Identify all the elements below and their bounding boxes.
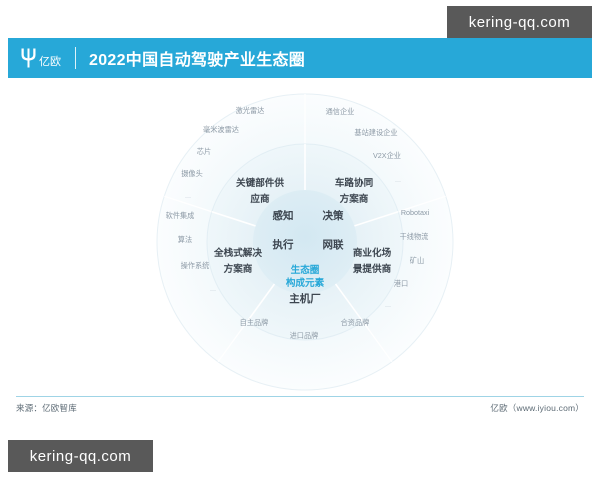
center-label-line1: 生态圈 <box>291 264 320 276</box>
brand-logo: 亿欧 <box>20 47 61 69</box>
center-label-line2: 构成元素 <box>286 277 325 289</box>
core-item-decision: 决策 <box>323 209 344 222</box>
mid-label-full-stack-solutions: 全栈式解决 方案商 <box>213 247 262 275</box>
outer-item-label: 激光雷达 <box>236 106 265 115</box>
mid-label-line1: 关键部件供 <box>236 177 284 189</box>
outer-item-label: ... <box>395 175 401 184</box>
footer-divider <box>16 396 584 397</box>
ecosystem-diagram: 激光雷达 毫米波雷达 芯片 摄像头 ... 通信企业 基站建设企业 V2X企业 … <box>0 78 600 398</box>
outer-item-label: 自主品牌 <box>240 318 269 327</box>
outer-item-label: 干线物流 <box>400 232 429 241</box>
mid-label-line1: 全栈式解决 <box>213 247 262 259</box>
mid-label-line1: 商业化场 <box>353 247 392 259</box>
outer-item-label: 进口品牌 <box>290 331 319 340</box>
outer-item-label: ... <box>185 191 191 200</box>
page-title: 2022中国自动驾驶产业生态圈 <box>89 52 306 69</box>
header-divider <box>75 47 76 69</box>
outer-item-label: 摄像头 <box>181 169 203 178</box>
mid-label-line1: 车路协同 <box>335 177 373 189</box>
watermark-top: kering-qq.com <box>447 6 592 38</box>
mid-label-commercial-scenarios: 商业化场 景提供商 <box>353 247 392 275</box>
outer-item-label: 操作系统 <box>181 261 210 270</box>
mid-label-line2: 景提供商 <box>353 263 392 275</box>
outer-item-label: ... <box>385 300 391 309</box>
footer-site: 亿欧（www.iyiou.com） <box>490 403 584 413</box>
outer-item-label: 通信企业 <box>326 107 355 116</box>
outer-item-label: V2X企业 <box>373 151 401 160</box>
outer-labels-full-stack-solutions: 软件集成 算法 操作系统 ... <box>166 211 216 293</box>
outer-item-label: 合资品牌 <box>341 318 370 327</box>
mid-label-key-components: 关键部件供 应商 <box>236 177 284 205</box>
mid-label-line2: 方案商 <box>224 263 253 275</box>
mid-label-line2: 应商 <box>250 193 270 205</box>
mid-label-oem: 主机厂 <box>289 292 321 305</box>
outer-labels-commercial-scenarios: Robotaxi 干线物流 矿山 港口 ... <box>385 208 430 309</box>
outer-item-label: 芯片 <box>197 147 211 156</box>
outer-item-label: 港口 <box>394 279 408 288</box>
mid-label-line2: 方案商 <box>340 193 369 205</box>
ecosystem-diagram-svg: 激光雷达 毫米波雷达 芯片 摄像头 ... 通信企业 基站建设企业 V2X企业 … <box>156 93 454 391</box>
outer-item-label: 毫米波雷达 <box>203 125 239 134</box>
center-label: 生态圈 构成元素 <box>286 264 325 289</box>
brand-logo-text: 亿欧 <box>39 56 61 68</box>
outer-labels-v2x-solutions: 通信企业 基站建设企业 V2X企业 ... <box>326 107 401 184</box>
watermark-bottom: kering-qq.com <box>8 440 153 472</box>
mid-label-v2x-solutions: 车路协同 方案商 <box>335 177 373 205</box>
yiou-y-logo-icon <box>21 48 36 68</box>
outer-item-label: ... <box>210 284 216 293</box>
outer-item-label: 软件集成 <box>166 211 195 220</box>
core-disc <box>253 190 357 294</box>
outer-labels-oem: 自主品牌 进口品牌 合资品牌 <box>240 318 370 340</box>
core-item-execution: 执行 <box>273 238 294 251</box>
outer-item-label: 算法 <box>178 235 192 244</box>
outer-labels-key-components: 激光雷达 毫米波雷达 芯片 摄像头 ... <box>181 106 264 200</box>
header-bar: 亿欧 2022中国自动驾驶产业生态圈 <box>8 38 592 78</box>
outer-item-label: 矿山 <box>410 256 424 265</box>
outer-item-label: Robotaxi <box>401 208 430 217</box>
footer-source: 来源：亿欧智库 <box>16 403 77 413</box>
core-item-perception: 感知 <box>273 209 294 222</box>
mid-label-line1: 主机厂 <box>289 292 321 305</box>
outer-item-label: 基站建设企业 <box>354 128 397 137</box>
core-labels: 感知 决策 执行 网联 <box>273 209 344 251</box>
core-item-connectivity: 网联 <box>323 238 344 251</box>
